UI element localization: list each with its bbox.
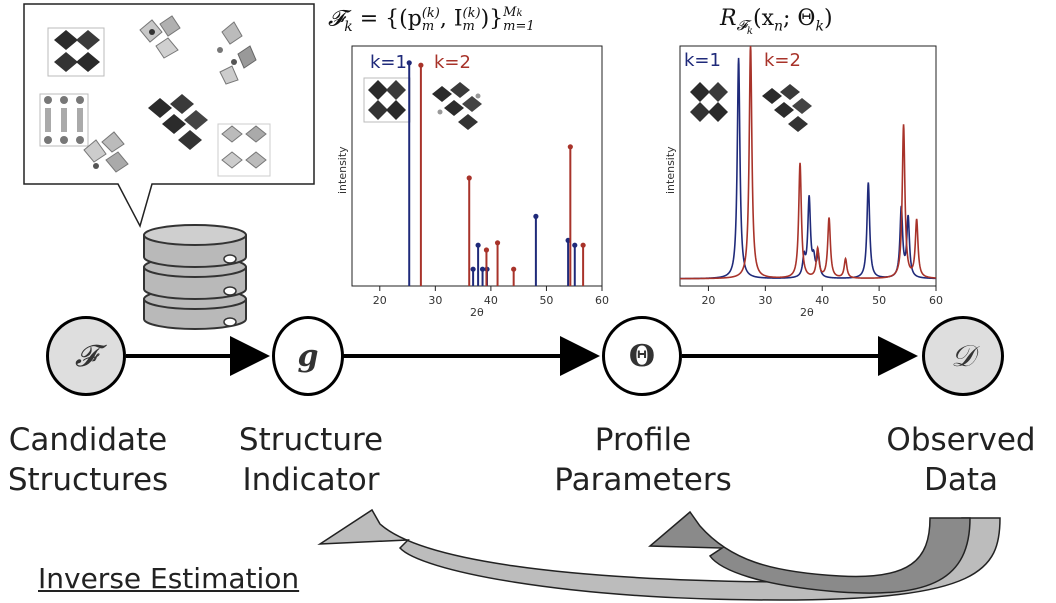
x-axis-label: 2θ	[800, 306, 814, 319]
plot-frame	[679, 45, 937, 287]
y-axis-label: intensity	[664, 146, 677, 194]
legend-k1: k=1	[684, 50, 721, 71]
crystal-structure-icon	[83, 131, 129, 173]
crystal-structure-icon	[363, 77, 411, 123]
x-tick-label: 40	[484, 294, 498, 307]
candidate-structures-callout	[23, 3, 315, 229]
stem-marker-k=1	[572, 242, 578, 248]
stem-marker-k=1	[406, 60, 412, 66]
stem-marker-k=2	[494, 240, 501, 246]
inverse-arrow-to-profile-parameters	[648, 510, 971, 594]
crystal-structure-icon	[217, 21, 257, 85]
stem-marker-k=2	[483, 247, 490, 253]
y-axis-label: intensity	[336, 146, 349, 194]
stem-marker-k=1	[475, 242, 481, 248]
crystal-structure-icon	[432, 82, 482, 130]
x-tick-label: 50	[872, 294, 886, 307]
legend-k1: k=1	[370, 52, 407, 73]
stem-marker-k=2	[567, 144, 573, 150]
node-candidate-structures: 𝓕	[46, 316, 126, 396]
x-tick-label: 40	[815, 294, 829, 307]
x-tick-label: 30	[758, 294, 772, 307]
crystal-structure-icon	[39, 93, 89, 147]
crystal-structure-icon	[148, 94, 208, 150]
stem-marker-k=2	[466, 175, 472, 181]
right-plot-title: R𝓕k(xn; Θk)	[720, 6, 833, 38]
database-icon	[143, 224, 247, 330]
node-structure-indicator: g	[272, 316, 344, 396]
stem-marker-k=1	[470, 266, 476, 272]
profile-line-k=2	[680, 45, 937, 280]
stem-marker-k=2	[418, 62, 424, 68]
legend-k2: k=2	[434, 52, 471, 73]
node-observed-data: 𝒟	[922, 316, 1004, 396]
crystal-structure-icon	[47, 27, 105, 77]
x-axis-label: 2θ	[470, 306, 484, 319]
stem-marker-k=1	[533, 213, 539, 219]
x-tick-label: 60	[595, 294, 609, 307]
stem-marker-k=2	[580, 242, 586, 248]
x-tick-label: 60	[929, 294, 943, 307]
left-stem-chart: intensity 2θ k=1 k=2 20 30 40 50 60	[336, 45, 609, 319]
crystal-structure-icon	[762, 84, 812, 132]
crystal-structure-icon	[217, 123, 271, 177]
crystal-structure-icon	[139, 15, 181, 59]
x-tick-label: 50	[539, 294, 553, 307]
flow-arrows	[126, 336, 918, 376]
right-profile-chart: intensity 2θ k=1 k=2 20 30 40 50 60	[664, 45, 943, 319]
node-profile-parameters: Θ	[602, 316, 682, 396]
inverse-estimation-arrows	[317, 508, 1001, 601]
x-tick-label: 20	[701, 294, 715, 307]
x-tick-label: 30	[428, 294, 442, 307]
x-tick-label: 20	[373, 294, 387, 307]
inverse-estimation-label: Inverse Estimation	[38, 562, 300, 595]
legend-k2: k=2	[764, 50, 801, 71]
stem-marker-k=2	[511, 266, 517, 272]
crystal-structure-icon	[690, 82, 728, 122]
stem-marker-k=1	[479, 266, 486, 272]
